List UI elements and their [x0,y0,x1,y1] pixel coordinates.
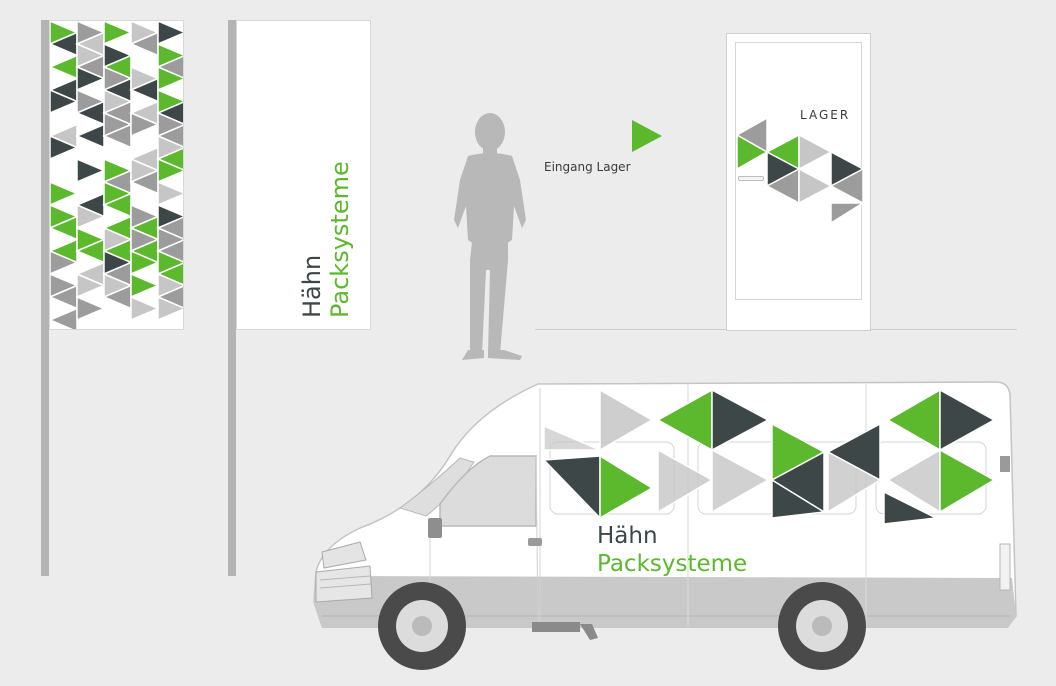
pattern-triangle [798,167,833,205]
triangle-pattern-graphic [50,21,183,329]
van-logotype: Hähn Packsysteme [597,522,747,578]
pattern-triangle [771,478,827,519]
van-headlight [321,541,367,569]
van-grille [315,565,373,603]
pattern-triangle [157,295,183,322]
flag-pole-right [228,20,236,576]
pattern-triangle [656,388,713,452]
pattern-triangle [827,450,882,514]
pattern-triangle [157,157,183,184]
pattern-triangle [130,295,160,322]
pattern-triangle [76,295,106,322]
van-brand-line2: Packsysteme [597,551,748,577]
pattern-triangle [939,448,996,514]
pattern-triangle [130,249,160,276]
pattern-triangle [886,388,941,452]
van-mirror [428,518,442,538]
pattern-triangle [544,425,601,451]
pattern-triangle [50,135,79,160]
brand-flag-logotype: Hähn Packsysteme [298,161,354,318]
green-triangle-arrow-icon [632,120,662,152]
flag-pole-left [41,20,49,576]
brand-flag [236,20,371,330]
pattern-triangle [157,21,183,46]
van-front-wheel [378,582,466,670]
pattern-triangle [798,133,833,171]
pattern-triangle [711,448,770,514]
brand-name-line1: Hähn [298,254,326,318]
pattern-triangle [657,448,714,514]
van-brand-line1: Hähn [597,523,658,549]
pattern-triangle [599,388,654,452]
pattern-triangle [939,388,996,452]
pattern-triangle [157,180,183,207]
pattern-triangle [736,133,769,171]
pattern-triangle [883,490,939,524]
van-windshield [398,457,475,517]
person-silhouette [454,113,526,360]
brand-name-line2: Packsysteme [326,161,354,318]
pattern-triangle [50,54,78,80]
pattern-triangle [50,181,79,206]
door-handle [738,176,764,181]
pattern-triangle [103,21,133,46]
pattern-triangle [830,202,865,225]
pattern-triangle [829,167,864,205]
pattern-triangle [50,250,79,275]
pattern-triangle [599,454,654,520]
pattern-flag [49,20,184,330]
van-rear-wheel [778,582,866,670]
pattern-triangle [76,203,106,230]
van-triangle-graphic [544,388,996,524]
pattern-triangle [76,272,106,299]
pattern-triangle [50,307,78,329]
pattern-triangle [130,111,160,138]
pattern-triangle [711,388,770,452]
pattern-triangle [157,65,183,92]
pattern-triangle [50,89,79,114]
pattern-triangle [544,455,601,520]
pattern-triangle [130,272,160,299]
door-triangle-graphic [735,116,865,225]
entrance-sign-label: Eingang Lager [544,160,631,174]
door-sign-label: LAGER [800,108,851,122]
pattern-triangle [75,123,105,149]
pattern-triangle [76,65,106,92]
pattern-triangle [76,157,106,184]
